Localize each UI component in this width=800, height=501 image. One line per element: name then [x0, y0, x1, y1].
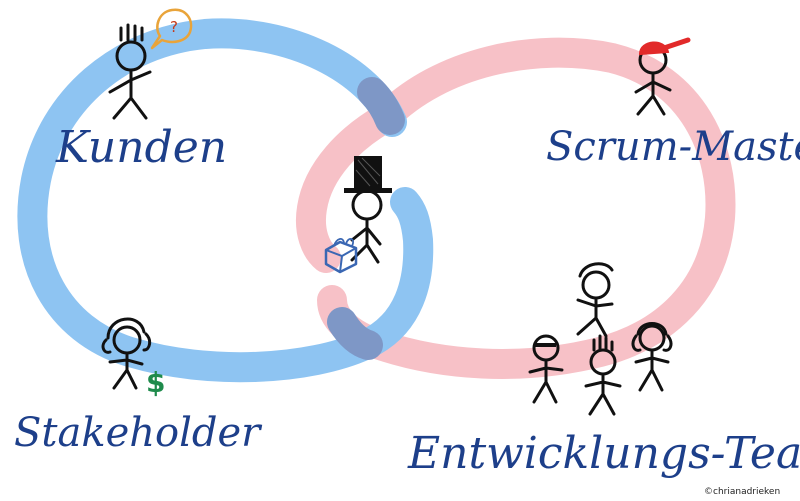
- package-box-icon: [324, 238, 358, 274]
- dev-team-member-left: [528, 334, 564, 404]
- speech-bubble-question-mark: ?: [170, 18, 178, 36]
- dev-team-member-middle: [584, 334, 622, 416]
- credit-text: ©chrianadrieken: [704, 487, 780, 497]
- stakeholder-figure: [101, 317, 152, 390]
- loop-overlap-top: [357, 77, 405, 135]
- dev-team-member-top: [576, 262, 614, 338]
- red-loop-inner-arm: [296, 103, 400, 273]
- top-hat-icon: [344, 156, 392, 193]
- baseball-cap-icon: [638, 37, 691, 56]
- label-scrum-master: Scrum-Master: [546, 124, 800, 170]
- blue-loop: [17, 18, 434, 383]
- label-dev-team: Entwicklungs-Team: [407, 428, 800, 479]
- red-loop: [317, 37, 736, 379]
- label-customers: Kunden: [55, 122, 227, 173]
- customer-figure: [108, 23, 152, 120]
- dollar-sign-icon: $: [146, 366, 165, 399]
- label-stakeholder: Stakeholder: [14, 410, 263, 456]
- loop-overlap-bottom: [327, 307, 383, 360]
- question-speech-bubble-icon: ?: [150, 8, 193, 50]
- dev-team-member-right: [631, 322, 673, 392]
